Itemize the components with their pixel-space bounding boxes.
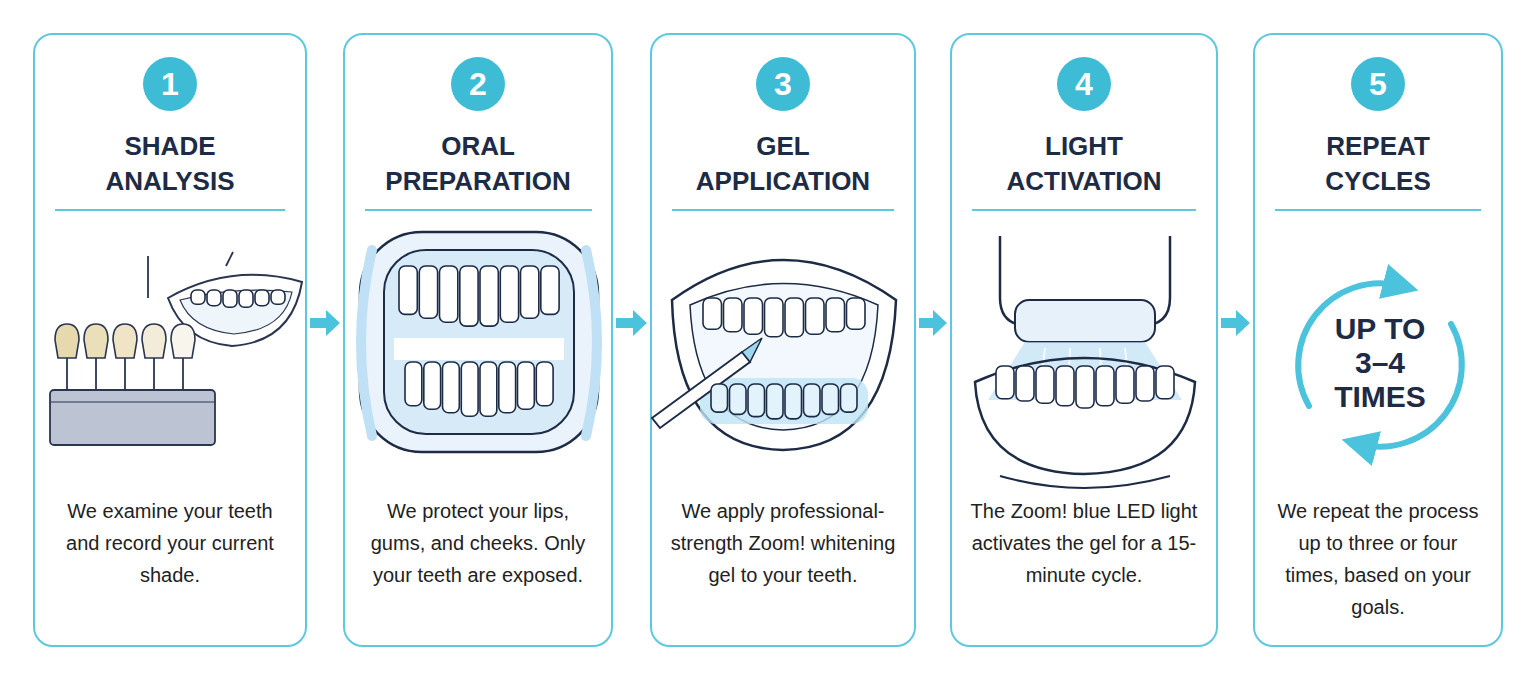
step-number-circle: 4 — [1057, 57, 1111, 111]
step-heading: GEL APPLICATION — [676, 129, 891, 199]
step-heading: LIGHT ACTIVATION — [977, 129, 1192, 199]
step-number-circle: 1 — [143, 57, 197, 111]
step-panel: ORAL PREPARATION We protect your lips, gu… — [343, 33, 613, 647]
step-description: We repeat the process up to three or fou… — [1255, 495, 1501, 623]
step-heading: REPEAT CYCLES — [1271, 129, 1486, 199]
step-description: We examine your teeth and record your cu… — [35, 495, 305, 591]
step-description: We apply professional-strength Zoom! whi… — [652, 495, 914, 591]
step-number: 5 — [1369, 68, 1387, 100]
cycle-count-label: UP TO 3–4 TIMES — [1320, 312, 1440, 414]
flow-arrow — [919, 310, 947, 336]
step-heading: SHADE ANALYSIS — [63, 129, 278, 199]
step-number-circle: 5 — [1351, 57, 1405, 111]
flow-arrow — [616, 310, 647, 336]
step-number: 4 — [1075, 68, 1093, 100]
step-panel: SHADE ANALYSIS We examine your teeth and … — [33, 33, 307, 647]
step-number: 1 — [161, 68, 179, 100]
step-panel: GEL APPLICATION We apply professional-str… — [650, 33, 916, 647]
step-heading: ORAL PREPARATION — [371, 129, 586, 199]
step-description: The Zoom! blue LED light activates the g… — [952, 495, 1216, 591]
step-number: 2 — [469, 68, 487, 100]
step-description: We protect your lips, gums, and cheeks. … — [345, 495, 611, 591]
step-number-circle: 2 — [451, 57, 505, 111]
flow-arrow — [1221, 310, 1250, 336]
step-number-circle: 3 — [756, 57, 810, 111]
step-panel: LIGHT ACTIVATION The Zoom! blue LED light… — [950, 33, 1218, 647]
step-number: 3 — [774, 68, 792, 100]
flow-arrow — [310, 310, 340, 336]
